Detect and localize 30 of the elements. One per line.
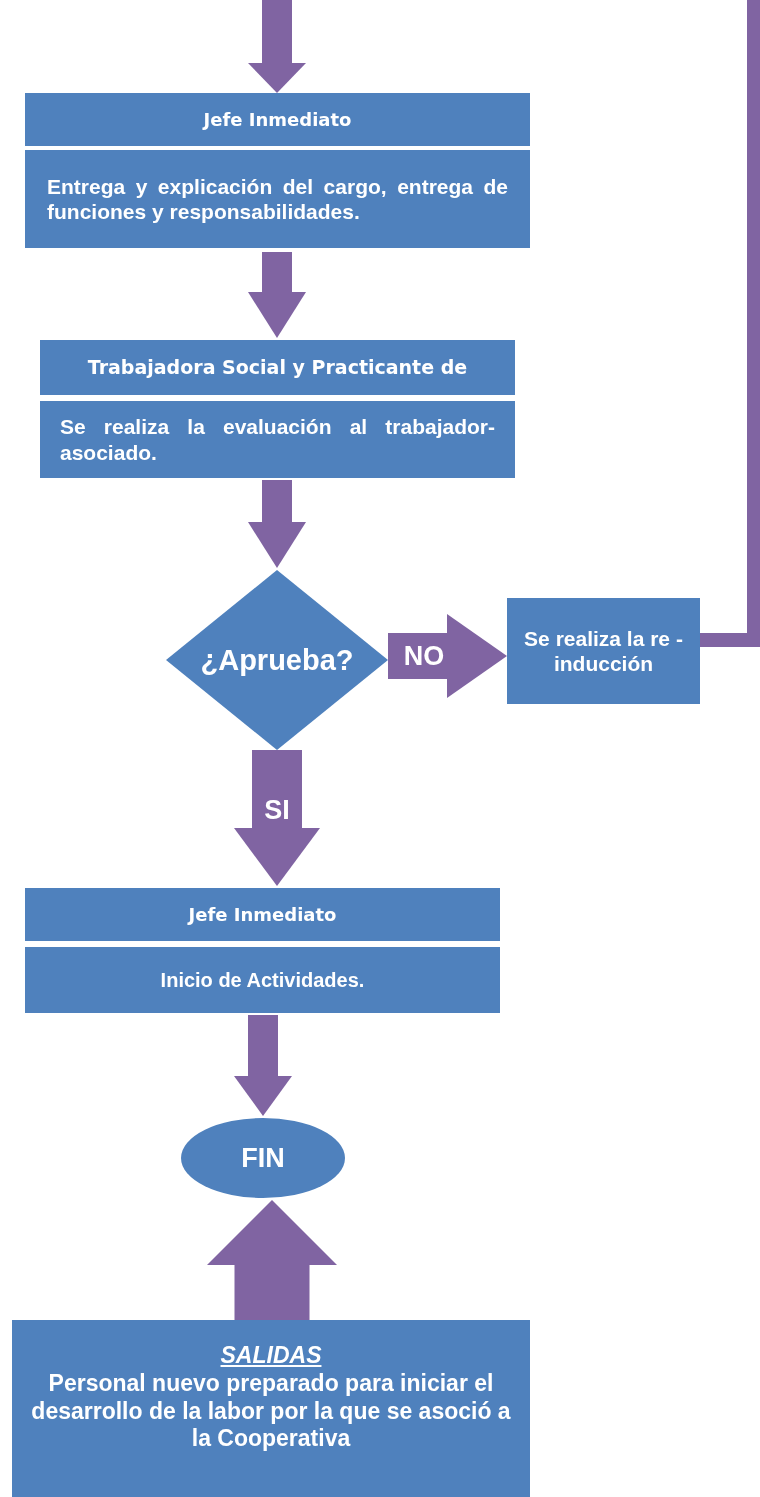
node-text: ¿Aprueba? <box>199 642 355 678</box>
process-box <box>12 1320 530 1497</box>
node-text: Se realiza la evaluación al trabajador- asociado. <box>60 414 495 465</box>
node-text: Personal nuevo preparado para iniciar el desarrollo de la labor por la que se asoció a la Cooperativa <box>30 1369 512 1453</box>
block-arrow <box>248 480 306 568</box>
process-box <box>25 888 500 941</box>
block-arrow <box>388 614 507 698</box>
process-box <box>25 947 500 1013</box>
process-box <box>40 340 515 395</box>
edge-label: SI <box>264 794 290 826</box>
block-arrow <box>248 252 306 338</box>
node-text: Entrega y explicación del cargo, entrega de funciones y responsabilidades. <box>47 173 508 225</box>
terminal-ellipse <box>181 1118 345 1198</box>
node-text: Inicio de Actividades. <box>159 968 366 992</box>
node-text: Jefe Inmediato <box>201 108 353 131</box>
node-text: Jefe Inmediato <box>186 903 338 926</box>
block-arrow <box>248 0 306 93</box>
decision-diamond <box>166 570 388 750</box>
process-box <box>507 598 700 704</box>
node-text: Trabajadora Social y Practicante de <box>86 356 469 379</box>
process-box <box>25 150 530 248</box>
block-arrow <box>207 1200 337 1320</box>
block-arrow <box>234 750 320 886</box>
process-box <box>25 93 530 146</box>
heading: SALIDAS <box>220 1342 322 1370</box>
node-text: Se realiza la re - inducción <box>523 625 684 677</box>
edge-label: NO <box>403 640 445 672</box>
node-text: FIN <box>240 1141 286 1175</box>
block-arrow <box>234 1015 292 1116</box>
process-box <box>40 401 515 478</box>
